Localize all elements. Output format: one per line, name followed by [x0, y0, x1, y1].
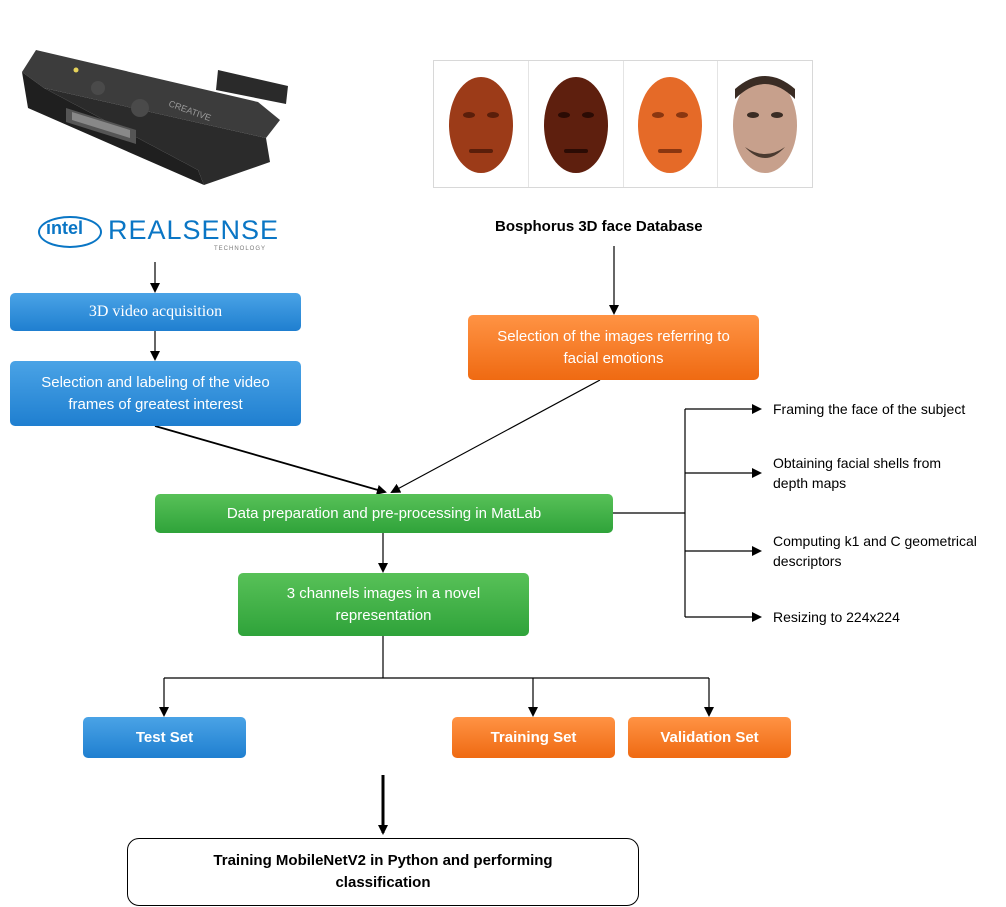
step-label-1: Framing the face of the subject — [773, 401, 966, 417]
face-image-3 — [624, 61, 719, 187]
step-label-2: Obtaining facial shells from depth maps — [773, 455, 942, 491]
intel-logo-oval — [38, 216, 102, 248]
acquisition-box: 3D video acquisition — [10, 293, 301, 331]
database-label: Bosphorus 3D face Database — [495, 218, 703, 235]
step-label-4: Resizing to 224x224 — [773, 609, 900, 625]
training-box: Training MobileNetV2 in Python and perfo… — [127, 838, 639, 906]
preprocessing-box: Data preparation and pre-processing in M… — [155, 494, 613, 533]
intel-realsense-logo: intel REALSENSE TECHNOLOGY — [38, 212, 278, 252]
test-set-box: Test Set — [83, 717, 246, 758]
channels-box: 3 channels images in a novel representat… — [238, 573, 529, 636]
face-image-2 — [529, 61, 624, 187]
selection-box: Selection of the images referring to fac… — [468, 315, 759, 380]
intel-logo-text: intel — [46, 218, 84, 238]
validation-set-box: Validation Set — [628, 717, 791, 758]
bosphorus-faces-image — [433, 60, 813, 188]
technology-logo-text: TECHNOLOGY — [214, 246, 267, 252]
realsense-logo-text: REALSENSE — [108, 215, 280, 245]
face-image-1 — [434, 61, 529, 187]
labeling-box: Selection and labeling of the video fram… — [10, 361, 301, 426]
arrow-labeling-to-preprocessing — [154, 425, 387, 495]
training-set-box: Training Set — [452, 717, 615, 758]
realsense-camera-image: CREATIVE — [22, 50, 288, 185]
arrow-selection-to-preprocessing — [390, 379, 601, 493]
step-label-3: Computing k1 and C geometrical descripto… — [773, 533, 977, 569]
face-image-4 — [718, 61, 812, 187]
